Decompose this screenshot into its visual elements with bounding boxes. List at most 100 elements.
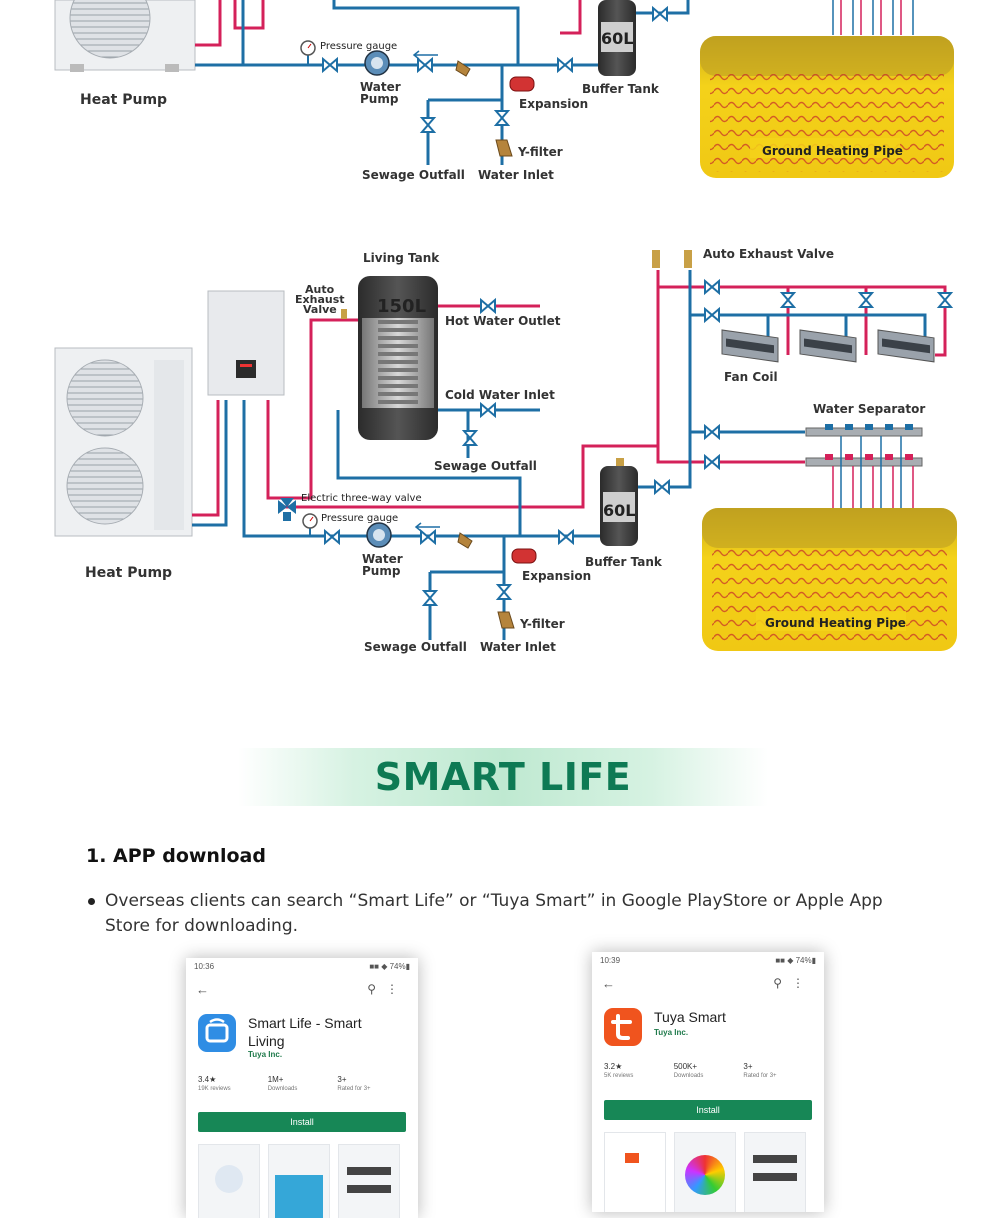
y-filter-strainer-2 [457,532,473,549]
auto-exhaust-valve-label-b: Exhaust [295,293,345,306]
auto-exhaust-valve-label-c: Valve [303,303,337,316]
app-screenshots [198,1144,418,1218]
pressure-gauge-label-1: Pressure gauge [320,41,397,52]
living-tank-volume: 150L [377,296,426,317]
developer-name: Tuya Inc. [248,1050,283,1059]
smart-life-app-icon [198,1014,236,1052]
fan-coil-units [721,329,935,363]
search-more-icons[interactable]: ⚲⋮ [367,982,408,996]
reviews: 19K reviews [198,1086,231,1092]
downloads: 500K+ [673,1062,698,1071]
install-button[interactable]: Install [198,1112,406,1132]
diagram-1: Heat Pump Pressure gauge [54,0,954,182]
sewage-outfall-label-2: Sewage Outfall [364,640,467,654]
diagram-2: Heat Pump [54,247,957,654]
pressure-gauge-1 [300,40,316,65]
heat-pump-outdoor-unit [54,347,193,537]
status-bar: 10:39 ■■ ◆ 74%▮ [600,956,816,965]
app-screenshot-thumb [198,1144,260,1218]
pressure-gauge-2 [302,513,318,537]
water-pump-2 [366,522,392,548]
separator-lines-2 [832,436,914,510]
expansion-label-2: Expansion [522,569,591,583]
expansion-tank-2 [511,548,537,564]
electric-three-way-valve-label: Electric three-way valve [301,493,422,504]
ground-heating-floor-1 [700,36,954,178]
back-arrow-icon[interactable]: ← [602,976,615,991]
app-screenshot-thumb [744,1132,806,1212]
y-filter-strainer-1 [455,60,471,77]
developer-name: Tuya Inc. [654,1028,689,1037]
install-button[interactable]: Install [604,1100,812,1120]
buffer-tank-volume-1: 60L [601,29,633,48]
water-pump-label-1a: Water [360,80,401,94]
app-name: Tuya Smart [654,1009,726,1025]
buffer-tank-2 [600,458,638,546]
flow-arrow-2 [414,522,440,532]
tuya-smart-app-icon [604,1008,642,1046]
y-filter-1 [495,139,513,157]
section-title: 1. APP download [86,845,266,867]
banner-title: SMART LIFE [374,755,632,799]
app-screenshot-thumb [268,1144,330,1218]
electric-three-way-valve [278,498,296,521]
living-tank [358,276,438,440]
app-stats: 3.4★ 19K reviews 1M+ Downloads 3+ Rated for… [198,1075,406,1092]
y-filter-label-2: Y-filter [519,617,565,631]
water-inlet-label-1: Water Inlet [478,168,554,182]
app-screenshot-thumb [338,1144,400,1218]
phone-screenshot-tuya-smart: 10:39 ■■ ◆ 74%▮ ← ⚲⋮ Tuya Smart Tuya Inc… [592,952,824,1212]
content-rating-label: Rated for 3+ [337,1086,371,1092]
water-pump-label-2a: Water [362,552,403,566]
sewage-outfall-label-1: Sewage Outfall [362,168,465,182]
indoor-unit [207,290,285,396]
fan-coil-label: Fan Coil [724,370,778,384]
auto-exhaust-valve-top-label: Auto Exhaust Valve [703,247,834,261]
sewage-outfall-tank-label: Sewage Outfall [434,459,537,473]
water-pump-label-1b: Pump [360,92,399,106]
expansion-tank-1 [509,76,535,92]
downloads-label: Downloads [267,1086,298,1092]
status-icons: ■■ ◆ 74%▮ [775,956,816,965]
smart-life-banner: SMART LIFE [238,748,768,806]
heat-pump-label-2: Heat Pump [85,565,172,581]
buffer-tank-label-2: Buffer Tank [585,555,663,569]
flow-arrow-1 [412,50,438,60]
cold-water-inlet-label: Cold Water Inlet [445,388,555,402]
auto-exhaust-valve-small [341,309,347,319]
bullet-text: Overseas clients can search “Smart Life”… [105,891,883,936]
ground-heating-pipe-label-1: Ground Heating Pipe [762,144,903,158]
hot-water-outlet-label: Hot Water Outlet [445,314,561,328]
reviews: 5K reviews [604,1073,634,1079]
bullet-item: Overseas clients can search “Smart Life”… [88,889,918,939]
status-bar: 10:36 ■■ ◆ 74%▮ [194,962,410,971]
buffer-tank-1 [598,0,636,76]
content-rating: 3+ [337,1075,347,1084]
rating: 3.2★ [604,1062,623,1071]
status-time: 10:36 [194,962,215,971]
auto-exhaust-valves-top [652,250,692,268]
water-pump-1 [364,50,390,76]
ground-heating-pipe-label-2: Ground Heating Pipe [765,616,906,630]
app-screenshots [604,1132,824,1212]
water-inlet-label-2: Water Inlet [480,640,556,654]
hot-pipes-1 [195,0,582,47]
heating-system-diagrams: Heat Pump Pressure gauge [54,0,957,654]
content-rating-label: Rated for 3+ [743,1073,777,1079]
water-pump-label-2b: Pump [362,564,401,578]
ground-heating-floor-2 [702,508,957,651]
downloads: 1M+ [267,1075,284,1084]
heat-pump-label-1: Heat Pump [80,92,167,108]
rating: 3.4★ [198,1075,217,1084]
water-separator-manifold [805,424,923,467]
app-screenshot-thumb [674,1132,736,1212]
app-screenshot-thumb [604,1132,666,1212]
app-stats: 3.2★5K reviews 500K+Downloads 3+Rated fo… [604,1062,812,1079]
search-more-icons[interactable]: ⚲⋮ [773,976,814,990]
content-rating: 3+ [743,1062,753,1071]
back-arrow-icon[interactable]: ← [196,982,209,997]
app-name: Smart Life - Smart Living [248,1015,362,1049]
y-filter-2 [497,611,515,629]
phone-screenshot-smart-life: 10:36 ■■ ◆ 74%▮ ← ⚲⋮ Smart Life - Smart … [186,958,418,1218]
buffer-tank-label-1: Buffer Tank [582,82,660,96]
